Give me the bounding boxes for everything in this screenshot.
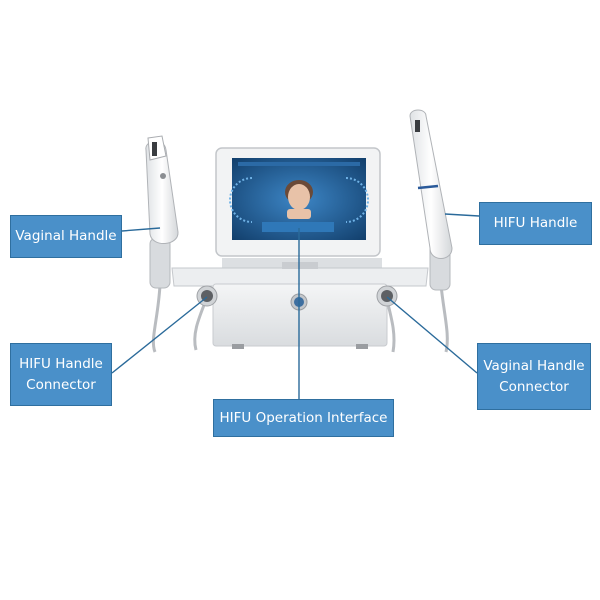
hifu-handle <box>409 109 453 291</box>
label-hifu-operation-interface-text: HIFU Operation Interface <box>219 409 388 426</box>
label-vaginal-handle: Vaginal Handle <box>10 215 122 258</box>
leader-vaginal-handle <box>121 227 161 232</box>
label-hifu-handle-connector-line2: Connector <box>26 376 96 393</box>
label-hifu-handle: HIFU Handle <box>479 202 592 245</box>
label-hifu-operation-interface: HIFU Operation Interface <box>213 399 394 437</box>
device-body <box>171 258 429 349</box>
label-vaginal-handle-text: Vaginal Handle <box>15 228 117 244</box>
label-vaginal-handle-connector-line1: Vaginal Handle <box>483 357 585 374</box>
leader-hifu-handle <box>444 213 480 217</box>
leader-lines <box>111 213 480 399</box>
label-vaginal-handle-connector-line2: Connector <box>499 378 569 395</box>
label-hifu-handle-connector: HIFU Handle Connector <box>10 343 112 406</box>
leader-vaginal-handle-connector <box>386 296 478 374</box>
label-vaginal-handle-connector: Vaginal Handle Connector <box>477 343 591 410</box>
label-hifu-handle-connector-line1: HIFU Handle <box>19 355 103 372</box>
leader-hifu-handle-connector <box>111 296 208 374</box>
face-display <box>285 180 313 219</box>
vaginal-handle <box>145 135 179 289</box>
label-hifu-handle-text: HIFU Handle <box>493 215 578 231</box>
